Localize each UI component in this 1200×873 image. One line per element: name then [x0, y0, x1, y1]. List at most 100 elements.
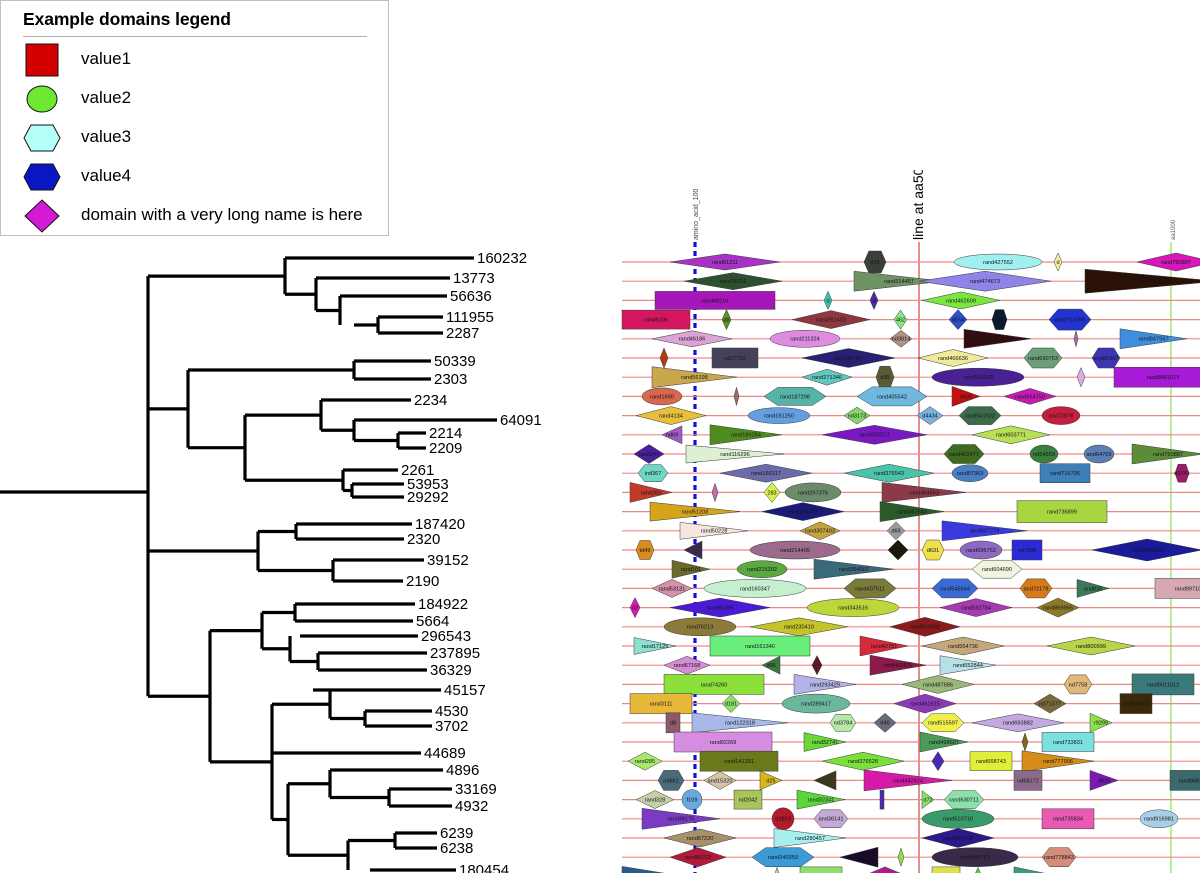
domain-shape-diamond[interactable] — [931, 751, 945, 772]
domain-shape-right-triangle[interactable] — [796, 789, 846, 810]
domain-shape-diamond[interactable] — [1091, 538, 1200, 562]
domain-shape-diamond[interactable] — [635, 790, 675, 809]
domain-shape-hexagon[interactable] — [829, 714, 857, 732]
domain-shape-right-triangle[interactable] — [869, 654, 927, 676]
domain-shape-ellipse[interactable] — [806, 598, 900, 617]
domain-shape-right-triangle[interactable] — [793, 674, 857, 695]
domain-shape-diamond[interactable] — [733, 386, 740, 407]
domain-shape-right-triangle[interactable] — [1013, 866, 1060, 873]
domain-shape-diamond[interactable] — [893, 693, 957, 714]
domain-shape-diamond[interactable] — [669, 253, 781, 271]
domain-shape-diamond[interactable] — [774, 866, 780, 873]
domain-shape-right-triangle[interactable] — [1084, 268, 1200, 294]
domain-shape-right-triangle[interactable] — [759, 770, 783, 791]
domain-shape-rect[interactable] — [1131, 673, 1195, 696]
domain-shape-diamond[interactable] — [939, 598, 1013, 617]
domain-shape-rect[interactable] — [799, 866, 843, 873]
domain-shape-diamond[interactable] — [901, 675, 975, 694]
domain-shape-hexagon[interactable] — [635, 540, 655, 560]
domain-shape-right-triangle[interactable] — [919, 731, 969, 753]
domain-shape-rect[interactable] — [711, 347, 759, 369]
domain-shape-right-triangle[interactable] — [691, 712, 789, 734]
domain-shape-ellipse[interactable] — [681, 789, 703, 810]
domain-shape-diamond[interactable] — [629, 597, 641, 619]
domain-shape-diamond[interactable] — [811, 655, 823, 676]
domain-shape-diamond[interactable] — [651, 330, 733, 348]
domain-shape-ellipse[interactable] — [703, 579, 807, 598]
domain-shape-diamond[interactable] — [971, 713, 1065, 733]
domain-shape-hexagon[interactable] — [1174, 463, 1190, 483]
domain-shape-diamond[interactable] — [1036, 597, 1080, 618]
domain-shape-right-triangle[interactable] — [941, 520, 1028, 542]
domain-shape-hexagon[interactable] — [856, 386, 928, 407]
domain-shape-diamond[interactable] — [1076, 367, 1086, 388]
domain-shape-right-triangle[interactable] — [1076, 579, 1110, 598]
domain-shape-right-triangle[interactable] — [671, 559, 711, 579]
domain-shape-hexagon[interactable] — [991, 309, 1008, 330]
domain-shape-hexagon[interactable] — [875, 365, 895, 389]
domain-shape-right-triangle[interactable] — [651, 366, 738, 388]
domain-shape-right-triangle[interactable] — [633, 637, 677, 655]
domain-shape-hexagon[interactable] — [943, 444, 985, 464]
domain-shape-rect[interactable] — [1119, 693, 1153, 714]
domain-shape-hexagon[interactable] — [1048, 308, 1092, 331]
domain-shape-diamond[interactable] — [1003, 388, 1057, 405]
domain-shape-hexagon[interactable] — [813, 809, 849, 829]
domain-shape-rect[interactable] — [1041, 808, 1095, 830]
domain-shape-ellipse[interactable] — [1041, 406, 1081, 425]
domain-shape-diamond[interactable] — [633, 444, 665, 464]
domain-shape-hexagon[interactable] — [751, 847, 815, 867]
domain-shape-ellipse[interactable] — [736, 560, 788, 578]
domain-shape-rect[interactable] — [931, 866, 961, 873]
domain-shape-right-triangle[interactable] — [1089, 770, 1119, 791]
domain-shape-right-triangle[interactable] — [685, 444, 785, 464]
domain-shape-diamond[interactable] — [683, 272, 783, 290]
domain-shape-diamond[interactable] — [921, 291, 1001, 310]
domain-shape-right-triangle[interactable] — [1089, 712, 1113, 733]
domain-shape-right-triangle[interactable] — [853, 270, 945, 292]
domain-shape-rect[interactable] — [1113, 366, 1200, 388]
domain-shape-ellipse[interactable] — [749, 540, 841, 560]
domain-shape-diamond[interactable] — [1136, 252, 1200, 272]
domain-shape-diamond[interactable] — [1033, 693, 1067, 714]
domain-shape-diamond[interactable] — [719, 463, 813, 483]
domain-shape-diamond[interactable] — [721, 694, 741, 713]
domain-shape-hexagon[interactable] — [971, 559, 1023, 579]
domain-shape-diamond[interactable] — [721, 308, 732, 331]
domain-shape-ellipse[interactable] — [781, 693, 851, 714]
domain-shape-diamond[interactable] — [749, 617, 849, 637]
domain-shape-diamond[interactable] — [1046, 636, 1136, 656]
domain-shape-left-triangle[interactable] — [761, 655, 781, 675]
domain-shape-hexagon[interactable] — [1091, 347, 1121, 369]
domain-shape-diamond[interactable] — [889, 329, 913, 348]
domain-shape-diamond[interactable] — [821, 751, 905, 771]
domain-shape-diamond[interactable] — [791, 310, 871, 329]
domain-shape-hexagon[interactable] — [843, 578, 897, 599]
domain-shape-ellipse[interactable] — [641, 387, 683, 406]
domain-shape-hexagon[interactable] — [1019, 578, 1053, 599]
domain-shape-diamond[interactable] — [821, 425, 928, 445]
domain-shape-rect[interactable] — [663, 674, 765, 695]
domain-shape-right-triangle[interactable] — [773, 828, 847, 848]
domain-shape-hexagon[interactable] — [921, 713, 965, 733]
domain-shape-ellipse[interactable] — [1083, 444, 1115, 464]
domain-shape-hexagon[interactable] — [931, 578, 979, 599]
domain-shape-diamond[interactable] — [873, 712, 897, 733]
domain-shape-diamond[interactable] — [635, 406, 707, 425]
domain-shape-diamond[interactable] — [711, 482, 719, 503]
domain-shape-right-triangle[interactable] — [921, 790, 935, 810]
domain-shape-diamond[interactable] — [703, 771, 737, 790]
domain-shape-ellipse[interactable] — [951, 464, 989, 482]
domain-shape-diamond[interactable] — [889, 617, 961, 637]
domain-shape-rect[interactable] — [629, 693, 693, 714]
domain-shape-ellipse[interactable] — [771, 807, 795, 831]
domain-shape-right-triangle[interactable] — [1131, 443, 1200, 465]
domain-shape-rect[interactable] — [1041, 732, 1095, 752]
domain-shape-left-triangle[interactable] — [813, 770, 837, 791]
domain-shape-rect[interactable] — [665, 712, 681, 734]
domain-shape-right-triangle[interactable] — [863, 769, 953, 792]
domain-shape-rect[interactable] — [733, 789, 763, 810]
domain-shape-ellipse[interactable] — [663, 617, 737, 637]
domain-shape-diamond[interactable] — [948, 309, 968, 330]
domain-shape-rect[interactable] — [1169, 770, 1200, 791]
